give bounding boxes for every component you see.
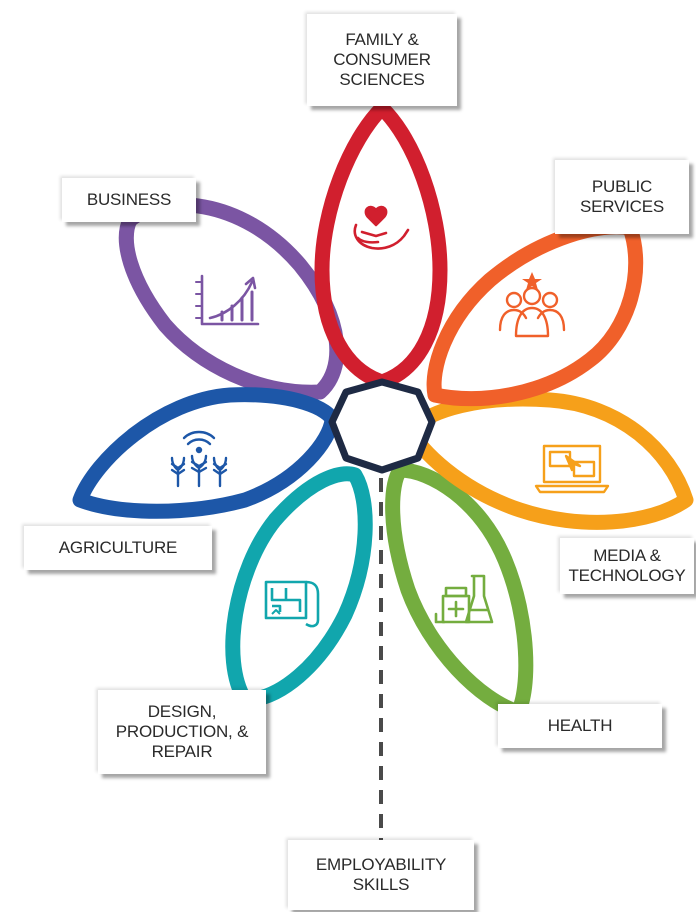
petal-media (402, 391, 694, 530)
blueprint-icon (264, 580, 320, 628)
laptop-icon (534, 444, 610, 494)
label-agriculture: AGRICULTURE (24, 526, 212, 570)
wheat-signal-icon (170, 430, 228, 488)
petal-public-services (426, 219, 644, 407)
hand-heart-icon (353, 205, 410, 250)
center-hub (328, 378, 436, 474)
label-design-production-repair: DESIGN, PRODUCTION, & REPAIR (98, 690, 266, 774)
label-public-services: PUBLIC SERVICES (555, 160, 689, 234)
label-family-consumer-sciences: FAMILY & CONSUMER SCIENCES (307, 14, 457, 106)
label-business: BUSINESS (62, 178, 196, 222)
petal-health (385, 462, 534, 720)
people-star-icon (498, 272, 566, 338)
petal-business (118, 197, 345, 400)
petal-design (225, 466, 373, 708)
label-employability-skills: EMPLOYABILITY SKILLS (288, 840, 474, 910)
label-media-technology: MEDIA & TECHNOLOGY (560, 538, 694, 594)
growth-chart-icon (195, 274, 260, 326)
label-health: HEALTH (498, 704, 662, 748)
medicine-flask-icon (434, 574, 494, 624)
petal-family (314, 100, 448, 390)
